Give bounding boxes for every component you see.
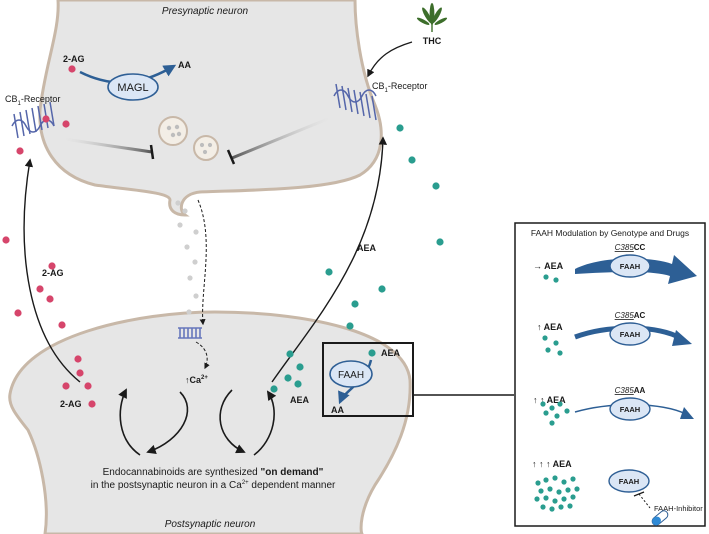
vesicle <box>193 135 219 161</box>
panel-row-3-level: ↑ ↑ AEA <box>533 395 566 405</box>
cb1-inhibition-right <box>231 116 331 160</box>
faah-inhibitor-label: FAAH-Inhibitor <box>654 504 703 513</box>
panel-row-1-genotype: C385CC <box>615 243 646 252</box>
presynaptic-label: Presynaptic neuron <box>162 6 249 17</box>
panel-row-2-genotype: C385AC <box>615 311 646 320</box>
panel-row-3-enzyme <box>609 397 651 421</box>
synthesis-arrow-right-outer <box>253 390 277 456</box>
panel-title: FAAH Modulation by Genotype and Drugs <box>531 228 689 238</box>
inhibitor-line <box>638 493 651 509</box>
panel-row-3-aea-dots <box>540 401 570 426</box>
panel-row-4-enzyme <box>608 469 650 493</box>
inhibition-bar-left <box>149 144 155 160</box>
cb1-label-right: CB1-Receptor <box>372 81 427 94</box>
aea-retrograde-arrow <box>271 136 388 383</box>
aea-molecule-inset <box>368 349 376 357</box>
panel-row-3-enzyme-label: FAAH <box>620 405 640 414</box>
presynaptic-neuron <box>38 0 383 217</box>
panel-row-3-arrowhead <box>680 407 694 419</box>
panel-row-1-enzyme <box>609 254 651 278</box>
calcium-label: ↑Ca2+ <box>185 375 208 385</box>
two-ag-label-mid: 2-AG <box>42 268 64 278</box>
synthesis-arrow-left <box>146 391 189 454</box>
panel-row-2-level: ↑ AEA <box>537 322 563 332</box>
panel-row-2-enzyme <box>609 322 651 346</box>
panel-row-2-aea-dots <box>542 335 563 356</box>
faah-enzyme-inset <box>329 360 373 388</box>
aea-molecules <box>270 124 444 393</box>
caption-line-2: in the postsynaptic neuron in a Ca2+ dep… <box>91 480 336 491</box>
transmitter-path-arrow <box>197 199 207 326</box>
faah-inset-box <box>322 342 414 417</box>
panel-row-4-level: ↑ ↑ ↑ AEA <box>532 459 572 469</box>
panel-row-1-level: → AEA <box>533 261 564 271</box>
neurotransmitter-dots <box>175 200 199 315</box>
two-ag-molecule <box>68 65 76 73</box>
inhibitor-bar <box>633 491 645 497</box>
vesicle <box>158 116 188 146</box>
panel-row-4-aea-dots <box>534 475 580 512</box>
magl-enzyme <box>107 73 159 101</box>
pill-icon <box>651 510 669 526</box>
inhibition-bar-right <box>226 149 236 165</box>
panel-row-2-arrowhead <box>672 330 692 346</box>
panel-row-1-aea-dots <box>543 274 559 283</box>
aea-label-inset: AEA <box>381 348 401 358</box>
panel-row-4-enzyme-label: FAAH <box>619 477 639 486</box>
postsynaptic-neuron <box>8 310 412 534</box>
synthesis-arrow-left-outer <box>118 388 141 456</box>
aa-label-inset: AA <box>331 405 344 415</box>
two-ag-label-top: 2-AG <box>63 54 85 64</box>
cb1-receptor-right <box>333 83 377 121</box>
thc-label: THC <box>423 36 442 46</box>
two-ag-retrograde-arrow <box>23 158 81 383</box>
two-ag-label-low: 2-AG <box>60 399 82 409</box>
panel-row-3-genotype: C385AA <box>615 386 646 395</box>
two-ag-molecules <box>2 115 96 408</box>
aa-label-top: AA <box>178 60 191 70</box>
panel-row-1-enzyme-label: FAAH <box>620 262 640 271</box>
postsynaptic-label: Postsynaptic neuron <box>165 519 256 530</box>
synthesis-arrow-right <box>219 389 246 454</box>
thc-arrow <box>367 41 413 78</box>
postsynaptic-receptor <box>178 327 202 339</box>
magl-label: MAGL <box>117 82 148 94</box>
aea-label-cloud: AEA <box>357 243 377 253</box>
caption-line-1: Endocannabinoids are synthesized "on dem… <box>103 467 324 478</box>
cb1-label-left: CB1-Receptor <box>5 94 60 107</box>
cannabis-leaf-icon <box>416 3 448 32</box>
cb1-inhibition-left <box>63 137 153 154</box>
panel-row-2-enzyme-label: FAAH <box>620 330 640 339</box>
aea-label-post: AEA <box>290 395 310 405</box>
faah-label-inset: FAAH <box>338 370 364 381</box>
